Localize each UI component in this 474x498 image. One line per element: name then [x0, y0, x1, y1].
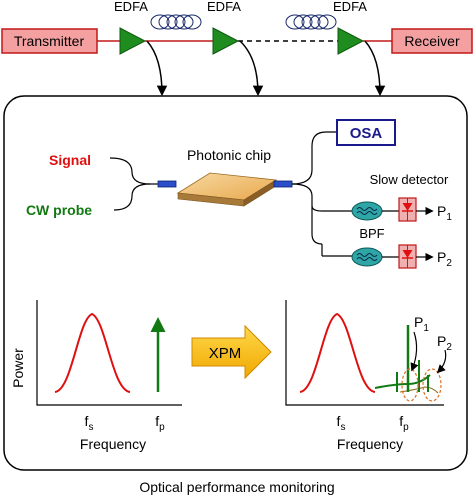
- left-axes: [36, 300, 182, 406]
- output-label-p1: P1: [437, 203, 452, 223]
- receiver-box: [391, 28, 473, 54]
- tick-fp-right: fp: [399, 413, 409, 433]
- receiver-label: Receiver: [404, 33, 460, 49]
- osa-label: OSA: [350, 125, 383, 142]
- tap-arrow: [146, 40, 168, 97]
- probe-fiber: [113, 183, 151, 211]
- transmitter-label: Transmitter: [14, 33, 85, 49]
- input-coupler: [157, 180, 177, 188]
- amplifier-icon: [337, 27, 365, 55]
- right-axes: [285, 300, 444, 406]
- transmission-link: Transmitter Receiver EDFA EDFA EDFA: [1, 0, 473, 97]
- xpm-arrow: XPM: [191, 324, 272, 380]
- amplifier-icon: [212, 27, 240, 55]
- detector-fiber-trunk: [291, 183, 323, 245]
- photonic-chip: [176, 172, 278, 207]
- monitor-enclosure: [3, 95, 468, 471]
- left-signal-spectrum: [54, 312, 131, 393]
- spectra: Power fs fp Frequency XPM P1 P2 fs fp Fr…: [10, 300, 452, 452]
- sideband-label-p2: P2: [437, 333, 452, 353]
- output-label-p2: P2: [437, 249, 452, 269]
- branch-fiber: [311, 205, 352, 212]
- photodetector-icon: [398, 244, 417, 269]
- sideband-label-p1: P1: [414, 314, 429, 334]
- probe-label: CW probe: [26, 202, 92, 218]
- y-axis-label: Power: [10, 348, 26, 388]
- bandpass-filter-icon: [351, 201, 383, 221]
- xpm-label: XPM: [209, 345, 242, 362]
- osa-box: [336, 119, 396, 146]
- detector-label: Slow detector: [370, 172, 449, 187]
- amplifier-label: EDFA: [333, 0, 367, 14]
- x-axis-label-right: Frequency: [337, 436, 403, 452]
- monitor-window-p1: [401, 368, 419, 402]
- x-axis-label-left: Frequency: [80, 436, 146, 452]
- amplifier-label: EDFA: [114, 0, 148, 14]
- output-coupler: [273, 180, 293, 188]
- monitor-window-p2: [422, 368, 442, 402]
- chip-setup: Photonic chip Signal CW probe OSA Slow d…: [26, 119, 452, 269]
- osa-fiber: [291, 131, 337, 185]
- tick-fs-right: fs: [337, 413, 346, 433]
- filter-label: BPF: [359, 226, 384, 241]
- tap-arrow: [239, 40, 264, 97]
- amplifier-label: EDFA: [207, 0, 241, 14]
- tick-fp-left: fp: [155, 413, 165, 433]
- amplifier-icon: [119, 27, 147, 55]
- tap-arrow: [364, 40, 386, 97]
- tick-fs-left: fs: [85, 413, 94, 433]
- caption: Optical performance monitoring: [139, 479, 334, 495]
- fiber-spool-icon: [285, 14, 337, 30]
- chip-label: Photonic chip: [187, 147, 271, 163]
- p1-pointer: [410, 331, 419, 372]
- p2-pointer: [436, 349, 447, 374]
- signal-fiber: [109, 157, 151, 185]
- signal-label: Signal: [49, 152, 91, 168]
- fiber-spool-icon: [150, 14, 202, 30]
- bandpass-filter-icon: [351, 247, 383, 267]
- right-signal-spectrum: [299, 312, 376, 393]
- photodetector-icon: [398, 197, 417, 222]
- transmitter-box: [1, 28, 98, 54]
